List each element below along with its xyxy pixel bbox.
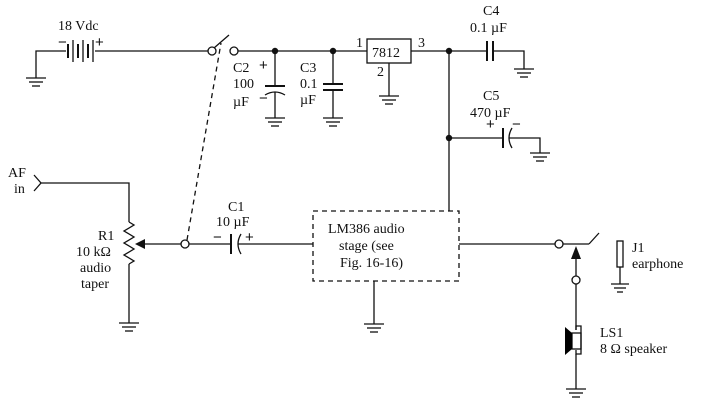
r1-value: 10 kΩ — [76, 245, 111, 260]
battery-ground-lead — [35, 50, 66, 78]
c5-negative-sign: − — [512, 116, 521, 133]
c2-ref: C2 — [233, 61, 249, 76]
wiper-node — [180, 239, 190, 249]
battery-positive-sign: + — [95, 34, 104, 51]
j1-ref: J1 — [632, 241, 644, 256]
regulator-7812: 7812 1 2 3 — [356, 36, 425, 105]
lm386-audio-stage: LM386 audio stage (see Fig. 16-16) — [312, 210, 460, 333]
c3-value: 0.1 — [300, 77, 318, 92]
ls1-ref: LS1 — [600, 326, 623, 341]
battery: − + 18 Vdc — [35, 19, 104, 78]
jack-j1: J1 earphone — [611, 240, 683, 293]
af-input-arrow — [33, 174, 42, 192]
c1-positive-sign: + — [245, 229, 254, 246]
c5-positive-sign: + — [486, 116, 495, 133]
switch-mechanical-link — [186, 42, 222, 241]
capacitor-c3: C3 0.1 µF — [300, 51, 343, 127]
c2-negative-sign: − — [259, 90, 268, 107]
af-input-label-line2: in — [14, 182, 25, 197]
c3-unit: µF — [300, 93, 316, 108]
r1-taper-line2: taper — [81, 277, 109, 292]
c1-negative-sign: − — [213, 229, 222, 246]
af-input-label-line1: AF — [8, 166, 26, 181]
c5-value: 470 µF — [470, 106, 511, 121]
c1-value: 10 µF — [216, 215, 250, 230]
r1-taper-line1: audio — [80, 261, 111, 276]
j1-label: earphone — [632, 257, 683, 272]
c2-positive-sign: + — [259, 57, 268, 74]
battery-negative-sign: − — [58, 34, 67, 51]
c2-value: 100 — [233, 77, 254, 92]
capacitor-c5: C5 470 µF + − — [449, 89, 550, 162]
capacitor-c1: C1 10 µF − + — [189, 200, 313, 255]
c5-ref: C5 — [483, 89, 499, 104]
r1-ref: R1 — [98, 229, 114, 244]
regulator-pin-in: 1 — [356, 36, 363, 51]
capacitor-c2: C2 + 100 − µF — [233, 51, 286, 127]
amp-label-line2: stage (see — [339, 239, 394, 254]
c2-unit: µF — [233, 95, 249, 110]
af-input: AF in — [8, 166, 130, 222]
wire-af-to-r1 — [41, 182, 130, 222]
power-switch — [207, 34, 239, 56]
c1-ref: C1 — [228, 200, 244, 215]
battery-voltage-label: 18 Vdc — [58, 19, 99, 34]
c3-ref: C3 — [300, 61, 316, 76]
c4-value: 0.1 µF — [470, 21, 507, 36]
capacitor-c4: C4 0.1 µF — [470, 4, 534, 78]
regulator-pin-out: 3 — [418, 36, 425, 51]
regulator-pin-gnd: 2 — [377, 65, 384, 80]
battery-ground-symbol — [26, 77, 46, 87]
amp-label-line3: Fig. 16-16) — [340, 256, 403, 271]
potentiometer-r1: R1 10 kΩ audio taper — [76, 221, 181, 332]
regulator-part-label: 7812 — [372, 46, 400, 61]
c4-ref: C4 — [483, 4, 499, 19]
speaker-ls1: LS1 8 Ω speaker — [565, 284, 667, 398]
ls1-label: 8 Ω speaker — [600, 342, 667, 357]
earphone-jack-switch — [554, 232, 600, 285]
amp-label-line1: LM386 audio — [328, 222, 405, 237]
